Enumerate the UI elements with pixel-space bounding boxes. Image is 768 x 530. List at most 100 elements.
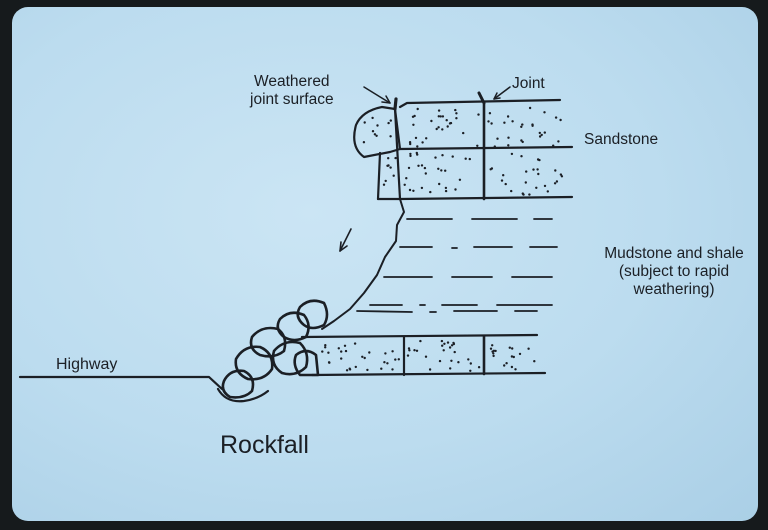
stipple-dot — [536, 168, 539, 171]
stipple-dot — [389, 166, 392, 169]
stipple-dot — [508, 346, 511, 349]
stipple-dot — [540, 133, 543, 137]
label-mudstone-line2: (subject to rapid — [618, 263, 730, 280]
stipple-dot — [554, 169, 557, 172]
stipple-dot — [380, 367, 383, 370]
stipple-dot — [366, 368, 369, 372]
stipple-dot — [421, 141, 424, 144]
stipple-dot — [511, 120, 514, 123]
stipple-dot — [413, 114, 416, 118]
stipple-dot — [391, 350, 394, 353]
stipple-dot — [527, 347, 530, 350]
stipple-dot — [477, 366, 481, 369]
stipple-dot — [503, 364, 506, 367]
stipple-dot — [451, 155, 454, 158]
stipple-dot — [533, 360, 536, 363]
stipple-dot — [510, 355, 514, 358]
stipple-dot — [511, 347, 514, 350]
stipple-dot — [394, 156, 397, 160]
stipple-dot — [437, 109, 441, 112]
stipple-dot — [321, 350, 324, 353]
stipple-dot — [343, 344, 347, 347]
stipple-dot — [417, 164, 420, 167]
stipple-dot — [507, 136, 510, 139]
stipple-dot — [435, 127, 438, 131]
stipple-dot — [415, 151, 418, 155]
upper-sandstone-layer — [353, 91, 574, 201]
stipple-dot — [407, 347, 411, 350]
stipple-dot — [389, 119, 392, 122]
stipple-dot — [532, 168, 535, 171]
stipple-dot — [492, 352, 495, 355]
stipple-dot — [555, 180, 559, 183]
stipple-dot — [434, 156, 437, 159]
stipple-dot — [448, 346, 452, 349]
stipple-dot — [476, 144, 479, 147]
stipple-dot — [446, 125, 449, 128]
stipple-dot — [353, 342, 357, 345]
leader-arrows — [363, 86, 511, 104]
stipple-dot — [492, 354, 495, 358]
stipple-dot — [469, 369, 472, 372]
stipple-dot — [324, 346, 327, 349]
stipple-dot — [383, 361, 386, 364]
stipple-dot — [490, 122, 493, 125]
stipple-dot — [520, 125, 523, 128]
stipple-dot — [387, 157, 390, 160]
stipple-dot — [510, 189, 513, 193]
stipple-dot — [546, 190, 549, 193]
stipple-dot — [504, 182, 507, 186]
stipple-dot — [500, 179, 504, 182]
stipple-dot — [437, 115, 440, 118]
stipple-dot — [408, 141, 412, 144]
stipple-dot — [327, 361, 331, 364]
stipple-dot — [415, 349, 419, 352]
stipple-dot — [467, 358, 470, 361]
stipple-dot — [406, 354, 410, 357]
stipple-dot — [531, 124, 534, 128]
stipple-dot — [493, 145, 496, 148]
stipple-dot — [375, 134, 378, 137]
detached-block — [353, 105, 402, 159]
stipple-dot — [376, 124, 379, 127]
stipple-dot — [363, 356, 366, 360]
stipple-dot — [496, 137, 499, 140]
stipple-dot — [394, 358, 397, 361]
label-mudstone-and-shale: Mudstone and shale (subject to rapid wea… — [584, 245, 758, 299]
mudstone-slope-face — [321, 198, 405, 330]
label-weathered-line1: Weathered — [254, 73, 330, 90]
stipple-dot — [453, 350, 456, 354]
stipple-dot — [437, 167, 440, 170]
stipple-dot — [387, 121, 390, 125]
stipple-dot — [524, 181, 527, 184]
stipple-dot — [454, 108, 457, 112]
stipple-dot — [457, 361, 460, 364]
stipple-dot — [441, 128, 444, 131]
stipple-dot — [543, 131, 546, 134]
stipple-dot — [371, 130, 375, 133]
stipple-dot — [559, 173, 563, 176]
stipple-dot — [391, 368, 394, 371]
stipple-dot — [386, 164, 389, 167]
stipple-dot — [382, 183, 386, 186]
stipple-dot — [412, 189, 415, 192]
stipple-dot — [403, 183, 406, 186]
stipple-dot — [455, 112, 458, 115]
stipple-dot — [409, 152, 412, 156]
stipple-dot — [522, 193, 525, 196]
stipple-dot — [439, 115, 442, 118]
sandstone-stipple — [321, 106, 564, 372]
stipple-dot — [462, 131, 465, 135]
stipple-dot — [405, 177, 408, 180]
stipple-dot — [469, 362, 472, 365]
stipple-dot — [386, 362, 389, 365]
stipple-dot — [520, 155, 523, 158]
rockfall-diagram — [18, 86, 574, 403]
stipple-dot — [416, 145, 419, 148]
stipple-dot — [492, 349, 496, 352]
stipple-dot — [429, 190, 432, 194]
stipple-dot — [494, 349, 497, 353]
stipple-dot — [521, 140, 524, 144]
highway-ground-line — [18, 375, 224, 391]
label-highway: Highway — [56, 356, 118, 373]
